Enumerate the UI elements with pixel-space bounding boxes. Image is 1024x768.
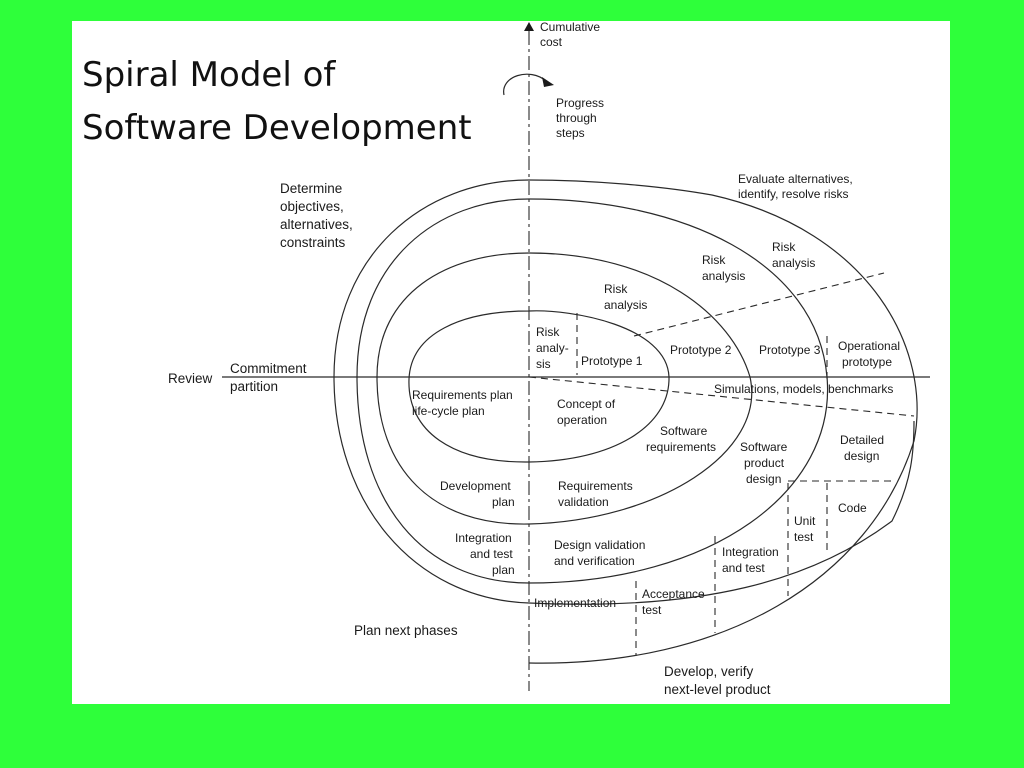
label-implementation: Implementation [534,596,616,610]
spiral-diagram: Cumulative cost Progress through steps E… [168,21,930,697]
axis-arrowhead [524,22,534,31]
label-review: Review [168,371,213,386]
label-requirements-plan: Requirements plan life-cycle plan [412,388,516,418]
label-requirements-validation: Requirements validation [558,479,636,509]
label-acceptance-test: Acceptance test [642,587,708,617]
slide-title: Spiral Model of Software Development [82,55,472,148]
label-evaluate: Evaluate alternatives, identify, resolve… [738,172,856,201]
label-progress: Progress through steps [556,96,607,140]
label-integration-test-plan: Integration and test plan [455,531,516,577]
label-risk-analysis-2: Risk analysis [604,282,647,312]
label-plan-next: Plan next phases [354,623,458,638]
label-software-product-design: Software product design [740,440,791,486]
label-determine: Determine objectives, alternatives, cons… [280,181,357,250]
label-prototype-3: Prototype 3 [759,343,821,357]
progress-arrowhead [542,77,554,87]
label-cumulative-cost: Cumulative cost [540,21,603,49]
spiral-outer [528,179,918,664]
label-commitment: Commitment partition [230,361,310,394]
label-unit-test: Unit test [794,514,819,544]
spiral-turn-1 [408,310,670,463]
divider-risk-upper [633,272,885,337]
label-risk-analysis-3: Risk analysis [702,253,745,283]
label-risk-analysis-4: Risk analysis [772,240,815,270]
label-concept: Concept of operation [557,397,618,427]
label-prototype-1: Prototype 1 [581,354,643,368]
label-prototype-2: Prototype 2 [670,343,732,357]
label-development-plan: Development plan [440,479,515,509]
label-risk-analysis-1: Risk analy- sis [536,325,572,371]
label-software-requirements: Software requirements [646,424,716,454]
label-code: Code [838,501,867,515]
progress-arrow [503,73,547,96]
label-develop-verify: Develop, verify next-level product [664,664,771,697]
label-detailed-design: Detailed design [840,433,887,463]
label-design-validation: Design validation and verification [554,538,649,568]
slide: Spiral Model of Software Development Cum… [72,21,950,704]
spiral-turn-4 [333,179,915,605]
label-integration-test: Integration and test [722,545,782,575]
divider-lower-right [528,376,915,417]
spiral-turn-2 [376,252,753,525]
label-operational-prototype: Operational prototype [838,339,903,369]
label-simulations: Simulations, models, benchmarks [714,382,893,396]
